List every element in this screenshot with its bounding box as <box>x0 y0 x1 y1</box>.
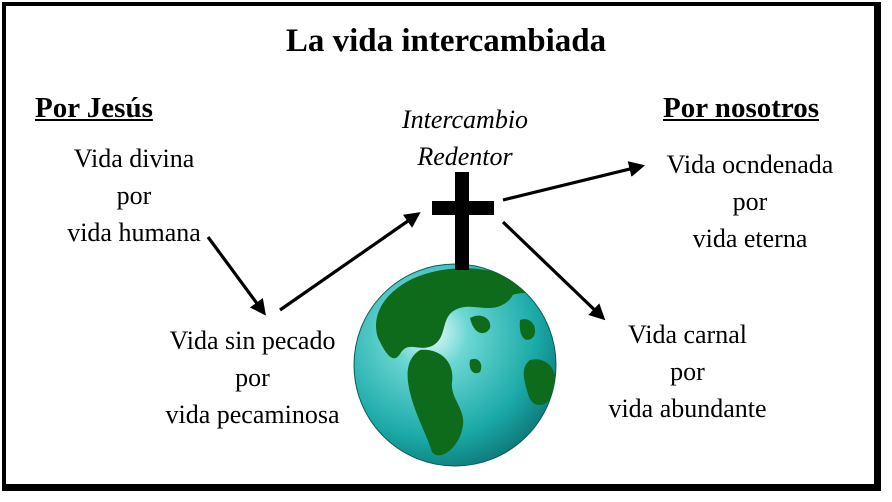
text-line: por <box>235 363 270 392</box>
globe-icon <box>353 263 557 467</box>
text-line: vida humana <box>67 218 201 247</box>
text-block-top-left: Vida divina por vida humana <box>39 140 229 251</box>
text-line: Vida divina <box>73 144 195 173</box>
arrow-icon <box>279 212 421 312</box>
text-line: vida eterna <box>692 224 808 253</box>
center-label-line: Intercambio <box>401 105 529 134</box>
text-line: por <box>670 357 705 386</box>
arrow-icon <box>501 220 606 321</box>
text-line: Vida ocndenada <box>666 150 834 179</box>
text-line: por <box>116 181 152 210</box>
text-line: vida pecaminosa <box>165 400 340 429</box>
arrows <box>206 161 646 321</box>
text-line: Vida sin pecado <box>169 326 336 355</box>
arrow-icon <box>206 236 266 316</box>
text-block-bottom-right: Vida carnal por vida abundante <box>585 316 790 427</box>
cross-icon <box>432 172 494 270</box>
text-line: vida abundante <box>608 394 767 423</box>
diagram-title: La vida intercambiada <box>285 23 607 59</box>
text-line: por <box>732 187 768 216</box>
text-line: Vida carnal <box>628 320 747 349</box>
center-label: Intercambio Redentor <box>365 101 565 175</box>
center-label-line: Redentor <box>417 142 513 171</box>
text-block-bottom-left: Vida sin pecado por vida pecaminosa <box>150 322 355 433</box>
arrow-icon <box>502 161 646 202</box>
text-block-top-right: Vida ocndenada por vida eterna <box>650 146 850 257</box>
right-heading: Por nosotros <box>663 92 820 124</box>
left-heading: Por Jesús <box>35 92 153 124</box>
